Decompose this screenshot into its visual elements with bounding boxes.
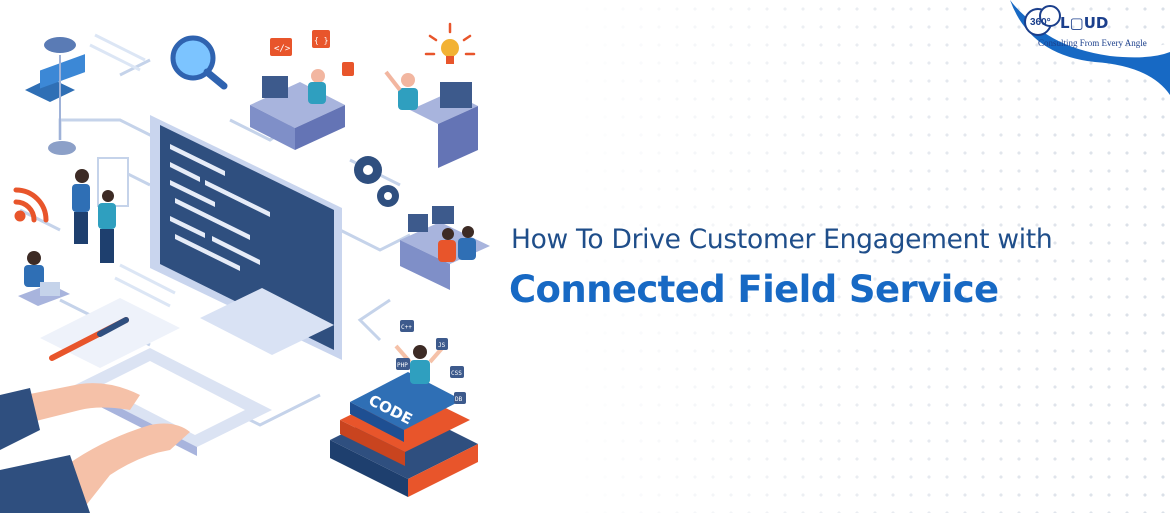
person-cheering <box>384 70 478 168</box>
whiteboard-team <box>72 157 129 263</box>
logo: 360° L▢UD Consulting From Every Angle <box>1000 0 1170 95</box>
code-books: CODE <box>330 344 478 497</box>
svg-text:CSS: CSS <box>451 370 462 377</box>
magnifier-icon <box>170 35 228 90</box>
svg-text:PHP: PHP <box>397 362 408 369</box>
paper-and-pen <box>40 298 180 368</box>
logo-tagline: Consulting From Every Angle <box>1038 38 1147 48</box>
logo-swoosh <box>1010 0 1170 95</box>
headline: How To Drive Customer Engagement with <box>511 224 1053 255</box>
wifi-icon <box>13 187 49 223</box>
team-desk <box>400 206 490 290</box>
logo-brand: L▢UD <box>1060 14 1109 32</box>
svg-text:C++: C++ <box>401 324 412 331</box>
person-laptop <box>18 251 70 306</box>
svg-text:JS: JS <box>438 342 446 349</box>
page-title: Connected Field Service <box>509 268 999 311</box>
isometric-tech-illustration: </> { } <box>0 22 490 513</box>
logo-number: 360° <box>1030 17 1051 28</box>
code-lines <box>170 144 270 271</box>
lightbulb-icon <box>424 22 476 64</box>
gears-icon <box>354 156 399 207</box>
monitor <box>150 115 342 360</box>
svg-text:</>: </> <box>274 44 291 54</box>
tech-tags: C++ PHP CSS JS DB <box>396 320 466 404</box>
flowchart <box>25 37 85 155</box>
dot-pattern <box>560 0 1170 513</box>
dash-lines <box>89 33 176 308</box>
developer-desk <box>250 69 345 150</box>
svg-text:DB: DB <box>455 396 463 403</box>
svg-text:{ }: { } <box>314 36 328 45</box>
typing-hands <box>0 383 190 513</box>
code-tags: </> { } <box>270 30 354 76</box>
